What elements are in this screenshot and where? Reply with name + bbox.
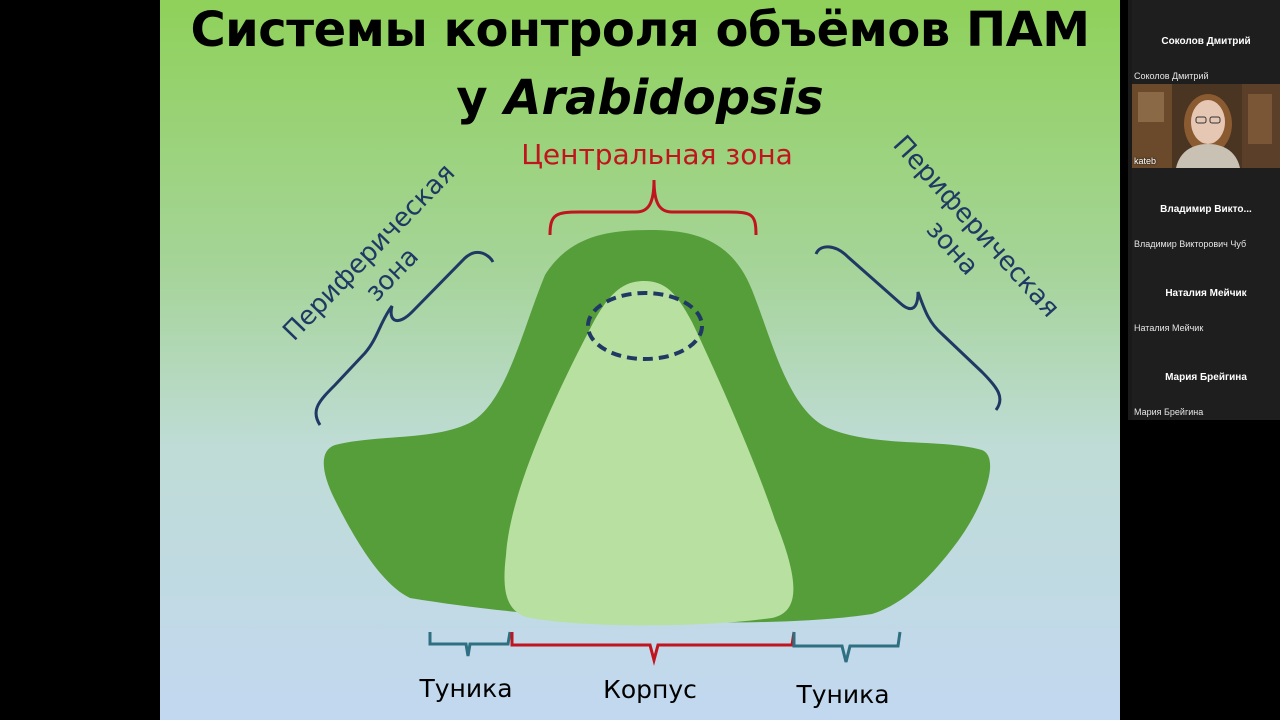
tunica-right-label: Туника — [795, 680, 889, 709]
slide-title-line1: Системы контроля объёмов ПАМ — [190, 2, 1090, 58]
participant-name: Наталия Мейчик — [1165, 288, 1247, 299]
participant-display-name: Владимир Викторович Чуб — [1134, 239, 1247, 249]
participant-display-name: Мария Брейгина — [1134, 407, 1204, 417]
video-label: kateb — [1134, 156, 1157, 166]
peripheral-zone-left-brace — [314, 250, 495, 426]
participant-tile[interactable]: Мария Брейгина Мария Брейгина — [1132, 336, 1280, 420]
participant-display-name: Соколов Дмитрий — [1134, 71, 1209, 81]
participant-video: kateb — [1132, 84, 1280, 168]
central-zone-brace — [548, 179, 758, 236]
slide-title-prefix: у — [456, 70, 505, 126]
meristem-diagram: Центральная зона Периферическая зона Пер… — [277, 130, 1066, 709]
participant-name: Владимир Викто... — [1160, 204, 1252, 215]
tunica-left-label: Туника — [418, 674, 512, 703]
peripheral-zone-right-brace — [814, 245, 1002, 411]
participant-name: Мария Брейгина — [1165, 372, 1247, 383]
stem-cell-niche — [586, 291, 704, 361]
tunica-right-brace — [792, 631, 902, 663]
corpus-label: Корпус — [603, 675, 697, 704]
participants-panel: Соколов Дмитрий Соколов Дмитрий kateb — [1128, 0, 1280, 420]
participant-name: Соколов Дмитрий — [1161, 36, 1251, 47]
corpus-brace — [510, 631, 796, 666]
peripheral-zone-left-label-line1: Периферическая — [277, 158, 461, 347]
tunica-left-brace — [428, 631, 512, 657]
shared-slide: Системы контроля объёмов ПАМ у Arabidops… — [160, 0, 1120, 720]
webcam-image — [1132, 84, 1280, 168]
corpus-shape — [504, 281, 794, 626]
participant-display-name: Наталия Мейчик — [1134, 323, 1204, 333]
participant-tile[interactable]: Наталия Мейчик Наталия Мейчик — [1132, 252, 1280, 336]
participant-tile[interactable]: Соколов Дмитрий Соколов Дмитрий kateb — [1132, 0, 1280, 168]
peripheral-zone-right-label-line1: Периферическая — [887, 130, 1066, 324]
participant-tile[interactable]: Владимир Викто... Владимир Викторович Чу… — [1132, 168, 1280, 252]
central-zone-label: Центральная зона — [521, 138, 793, 171]
slide-title-line2: у Arabidopsis — [160, 70, 1120, 126]
slide-title-species: Arabidopsis — [504, 70, 824, 126]
